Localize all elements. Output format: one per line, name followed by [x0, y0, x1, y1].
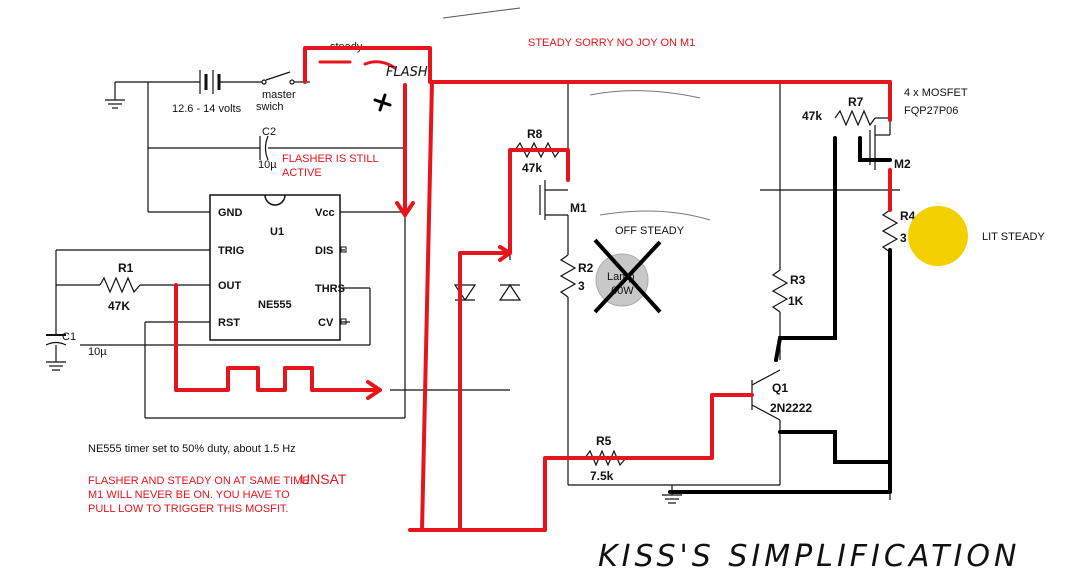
c2-label: C2: [262, 126, 276, 138]
c2-value: 10µ: [258, 159, 277, 171]
r2-label: R2: [578, 261, 594, 275]
r5-label: R5: [596, 434, 612, 448]
r7-label: R7: [848, 95, 864, 109]
m1-label: M1: [570, 201, 587, 215]
unsat-note-2: M1 WILL NEVER BE ON. YOU HAVE TO: [88, 489, 290, 501]
master-switch-label-2: swich: [256, 101, 284, 113]
r4-label: R4: [900, 209, 916, 223]
unsat-note: FLASHER AND STEADY ON AT SAME TIME: [88, 475, 310, 487]
timer-note: NE555 timer set to 50% duty, about 1.5 H…: [88, 443, 296, 455]
master-switch-label: master: [262, 89, 296, 101]
mosfet-part: FQP27P06: [904, 105, 958, 117]
ic-part-number: NE555: [258, 299, 292, 311]
black-markup: [373, 93, 892, 494]
flasher-active-note: FLASHER IS STILL: [282, 153, 379, 165]
ne555-chip: GND Vcc U1 TRIG DIS OUT THRS NE555 RST C…: [209, 194, 347, 341]
off-steady-note: OFF STEADY: [615, 225, 685, 237]
c1-label: C1: [62, 331, 76, 343]
handwritten-title: KISS'S SIMPLIFICATION: [598, 539, 1020, 574]
r1-value: 47K: [108, 299, 130, 313]
mosfet-label: 4 x MOSFET: [904, 87, 968, 99]
lamp-off: Lamp 60W: [593, 238, 662, 314]
ic-pin-gnd: GND: [218, 207, 243, 219]
q1-label: Q1: [772, 381, 788, 395]
ic-pin-trig: TRIG: [218, 245, 244, 257]
lit-steady-note: LIT STEADY: [982, 231, 1045, 243]
component-labels: steady 12.6 - 14 volts master swich C2 1…: [62, 41, 968, 483]
lamp-lit: [908, 206, 968, 266]
red-markup: [174, 46, 892, 532]
steady-sorry-note: STEADY SORRY NO JOY ON M1: [528, 37, 695, 49]
r7-value: 47k: [802, 109, 822, 123]
r1-label: R1: [118, 261, 134, 275]
ic-pin-out: OUT: [218, 280, 242, 292]
r3-label: R3: [790, 273, 806, 287]
unsat-note-3: PULL LOW TO TRIGGER THIS MOSFIT.: [88, 503, 288, 515]
c1-value: 10µ: [88, 346, 107, 358]
ic-pin-dis: DIS: [315, 245, 333, 257]
ic-pin-vcc: Vcc: [315, 207, 335, 219]
q1-part: 2N2222: [770, 401, 812, 415]
r8-label: R8: [527, 127, 543, 141]
annotations: STEADY SORRY NO JOY ON M1 FLASHER IS STI…: [88, 37, 1045, 574]
r4-value: 3: [900, 231, 907, 245]
flasher-active-note-2: ACTIVE: [282, 167, 322, 179]
ic-pin-rst: RST: [218, 317, 240, 329]
r8-value: 47k: [522, 161, 542, 175]
scan-mark: [599, 210, 711, 221]
flash-label: FLASH: [386, 65, 428, 80]
m2-label: M2: [894, 157, 911, 171]
battery-voltage-label: 12.6 - 14 volts: [172, 103, 242, 115]
ic-pin-cv: CV: [318, 317, 334, 329]
r5-value: 7.5k: [590, 469, 614, 483]
ic-label-u1: U1: [270, 226, 284, 238]
r3-value: 1K: [788, 294, 804, 308]
scan-mark: [442, 7, 521, 19]
unsat-word: UNSAT: [300, 471, 347, 487]
r2-value: 3: [578, 279, 585, 293]
scan-mark: [589, 90, 701, 99]
ic-pin-thrs: THRS: [315, 283, 345, 295]
